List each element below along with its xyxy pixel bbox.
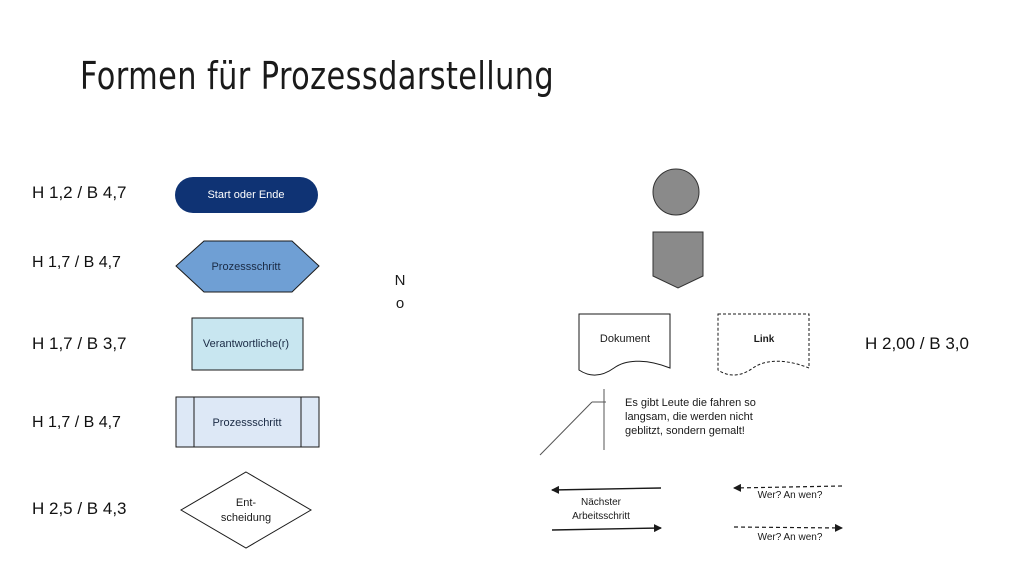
decision-shape: Ent- scheidung	[180, 471, 312, 549]
annotation-text-line2: langsam, die werden nicht	[625, 411, 753, 423]
annotation-text-line3: geblitzt, sondern gemalt!	[625, 425, 745, 437]
dashed-arrow-right	[733, 523, 843, 532]
link-outline	[717, 313, 810, 376]
person-head-icon	[652, 168, 700, 216]
document-outline	[578, 313, 671, 376]
link-label: Link	[754, 334, 775, 345]
message-flow: Wer? An wen? Wer? An wen?	[733, 483, 843, 543]
who-label-bottom: Wer? An wen?	[758, 532, 823, 543]
start-end-shape: Start oder Ende	[175, 177, 318, 213]
size-label-decision: H 2,5 / B 4,3	[32, 499, 127, 518]
hexagon-process-shape: Prozessschritt	[175, 240, 320, 293]
link-shape: Link	[717, 313, 810, 376]
next-step-flow: Nächster Arbeitsschritt	[551, 485, 662, 533]
decision-label-line2: scheidung	[221, 512, 271, 524]
next-step-label-line1: Nächster	[581, 497, 622, 508]
hexagon-label: Prozessschritt	[211, 261, 280, 273]
document-label: Dokument	[600, 333, 650, 345]
size-label-hexagon: H 1,7 / B 4,7	[32, 254, 121, 271]
subprocess-fill	[175, 396, 320, 448]
dashed-arrow-left	[733, 483, 843, 492]
page-title: Formen für Prozessdarstellung	[80, 54, 555, 98]
document-shape: Dokument	[578, 313, 671, 376]
terminator-fill	[175, 177, 318, 213]
no-letter-n: N	[395, 272, 406, 289]
subprocess-label: Prozessschritt	[212, 417, 281, 429]
size-label-document: H 2,00 / B 3,0	[865, 334, 969, 353]
person-icon	[652, 168, 704, 289]
no-letter-o: o	[396, 295, 404, 312]
hexagon-fill	[175, 240, 320, 293]
responsible-label: Verantwortliche(r)	[203, 338, 289, 350]
responsible-fill	[191, 317, 304, 371]
arrow-left	[551, 485, 662, 494]
annotation-callout: Es gibt Leute die fahren so langsam, die…	[539, 389, 756, 456]
subprocess-shape: Prozessschritt	[175, 396, 320, 448]
person-body-icon	[652, 231, 704, 289]
decision-outline	[180, 471, 312, 549]
start-end-label: Start oder Ende	[207, 189, 284, 201]
decision-label-line1: Ent-	[236, 497, 257, 509]
size-label-responsible: H 1,7 / B 3,7	[32, 334, 127, 353]
size-label-start: H 1,2 / B 4,7	[32, 183, 127, 202]
next-step-label-line2: Arbeitsschritt	[572, 511, 630, 522]
size-label-subprocess: H 1,7 / B 4,7	[32, 414, 121, 431]
annotation-text-line1: Es gibt Leute die fahren so	[625, 397, 756, 409]
arrow-right	[551, 524, 662, 533]
who-label-top: Wer? An wen?	[758, 490, 823, 501]
responsible-shape: Verantwortliche(r)	[191, 317, 304, 371]
annotation-leader-line	[539, 401, 593, 456]
